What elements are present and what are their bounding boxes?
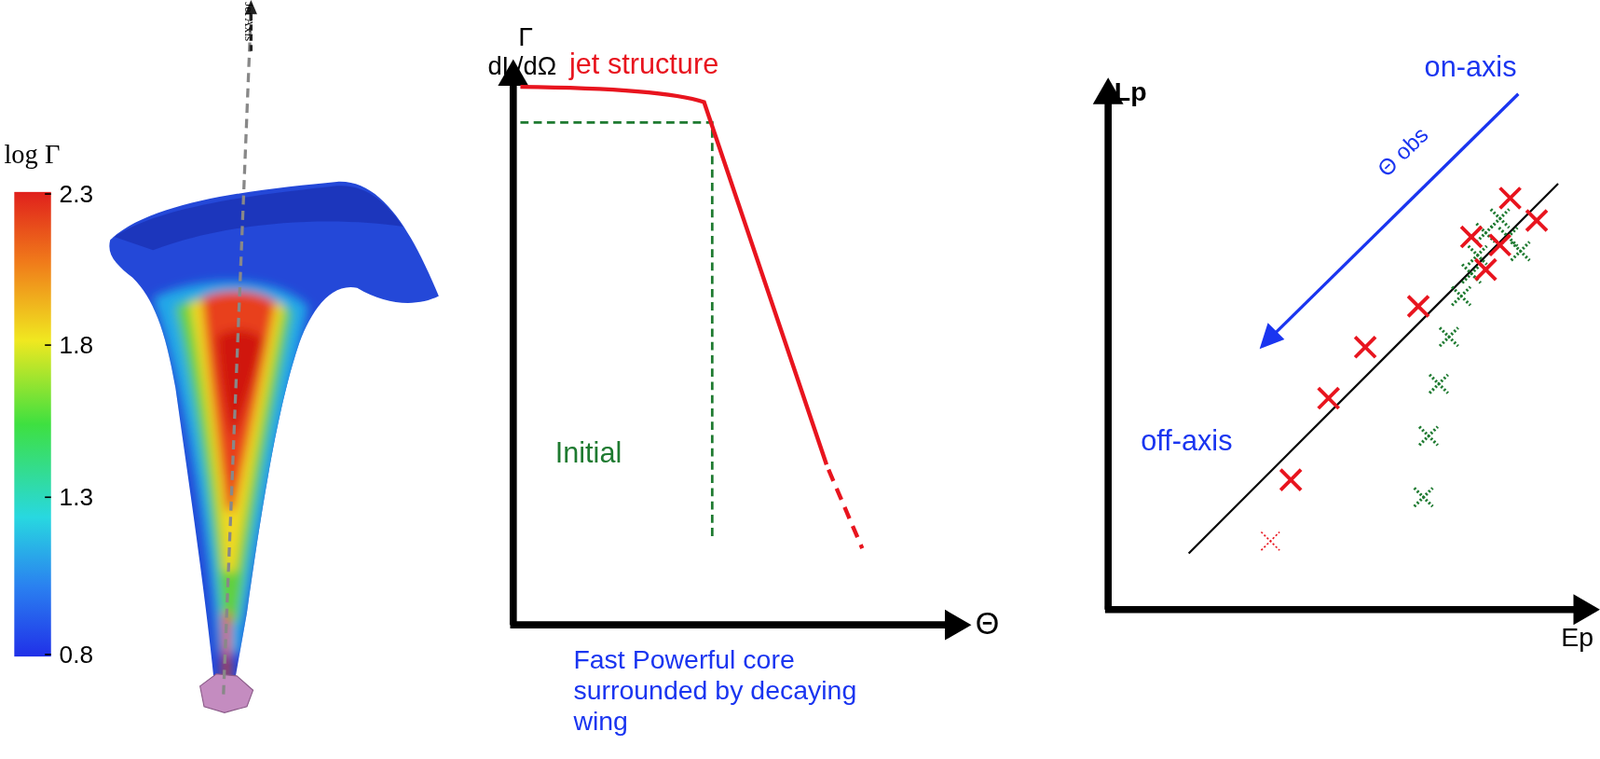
colorbar-value: 1.3 (59, 482, 95, 511)
colorbar (13, 191, 51, 657)
axis-label: Γ (518, 22, 534, 54)
axis-label: Lp (1114, 77, 1148, 109)
colorbar-title: log Γ (3, 139, 60, 171)
axis-label: Jet Axis (240, 1, 255, 42)
annotation: on-axis (1424, 51, 1518, 84)
colorbar-value: 1.8 (59, 330, 95, 359)
axis-label: Θ (975, 605, 1000, 642)
observer-angle-arrow (1273, 94, 1519, 335)
data-points (1260, 187, 1547, 550)
colorbar-value: 0.8 (59, 640, 95, 669)
correlation-line (1189, 183, 1559, 553)
colorbar-value: 2.3 (59, 179, 95, 208)
caption-text: Fast Powerful core surrounded by decayin… (573, 644, 880, 737)
annotation: Θ obs (1372, 122, 1434, 183)
axes (510, 83, 948, 625)
curve-label: Initial (555, 437, 623, 470)
axes (1105, 102, 1577, 610)
jet-structure-curve (519, 86, 827, 465)
axis-label: Ep (1560, 622, 1594, 654)
jet-illustration (109, 0, 438, 712)
curve-label: jet structure (569, 47, 719, 81)
annotation: off-axis (1140, 424, 1232, 458)
colorbar-ticks (44, 193, 52, 655)
initial-structure (519, 122, 712, 535)
axis-label: dL/dΩ (487, 51, 557, 81)
